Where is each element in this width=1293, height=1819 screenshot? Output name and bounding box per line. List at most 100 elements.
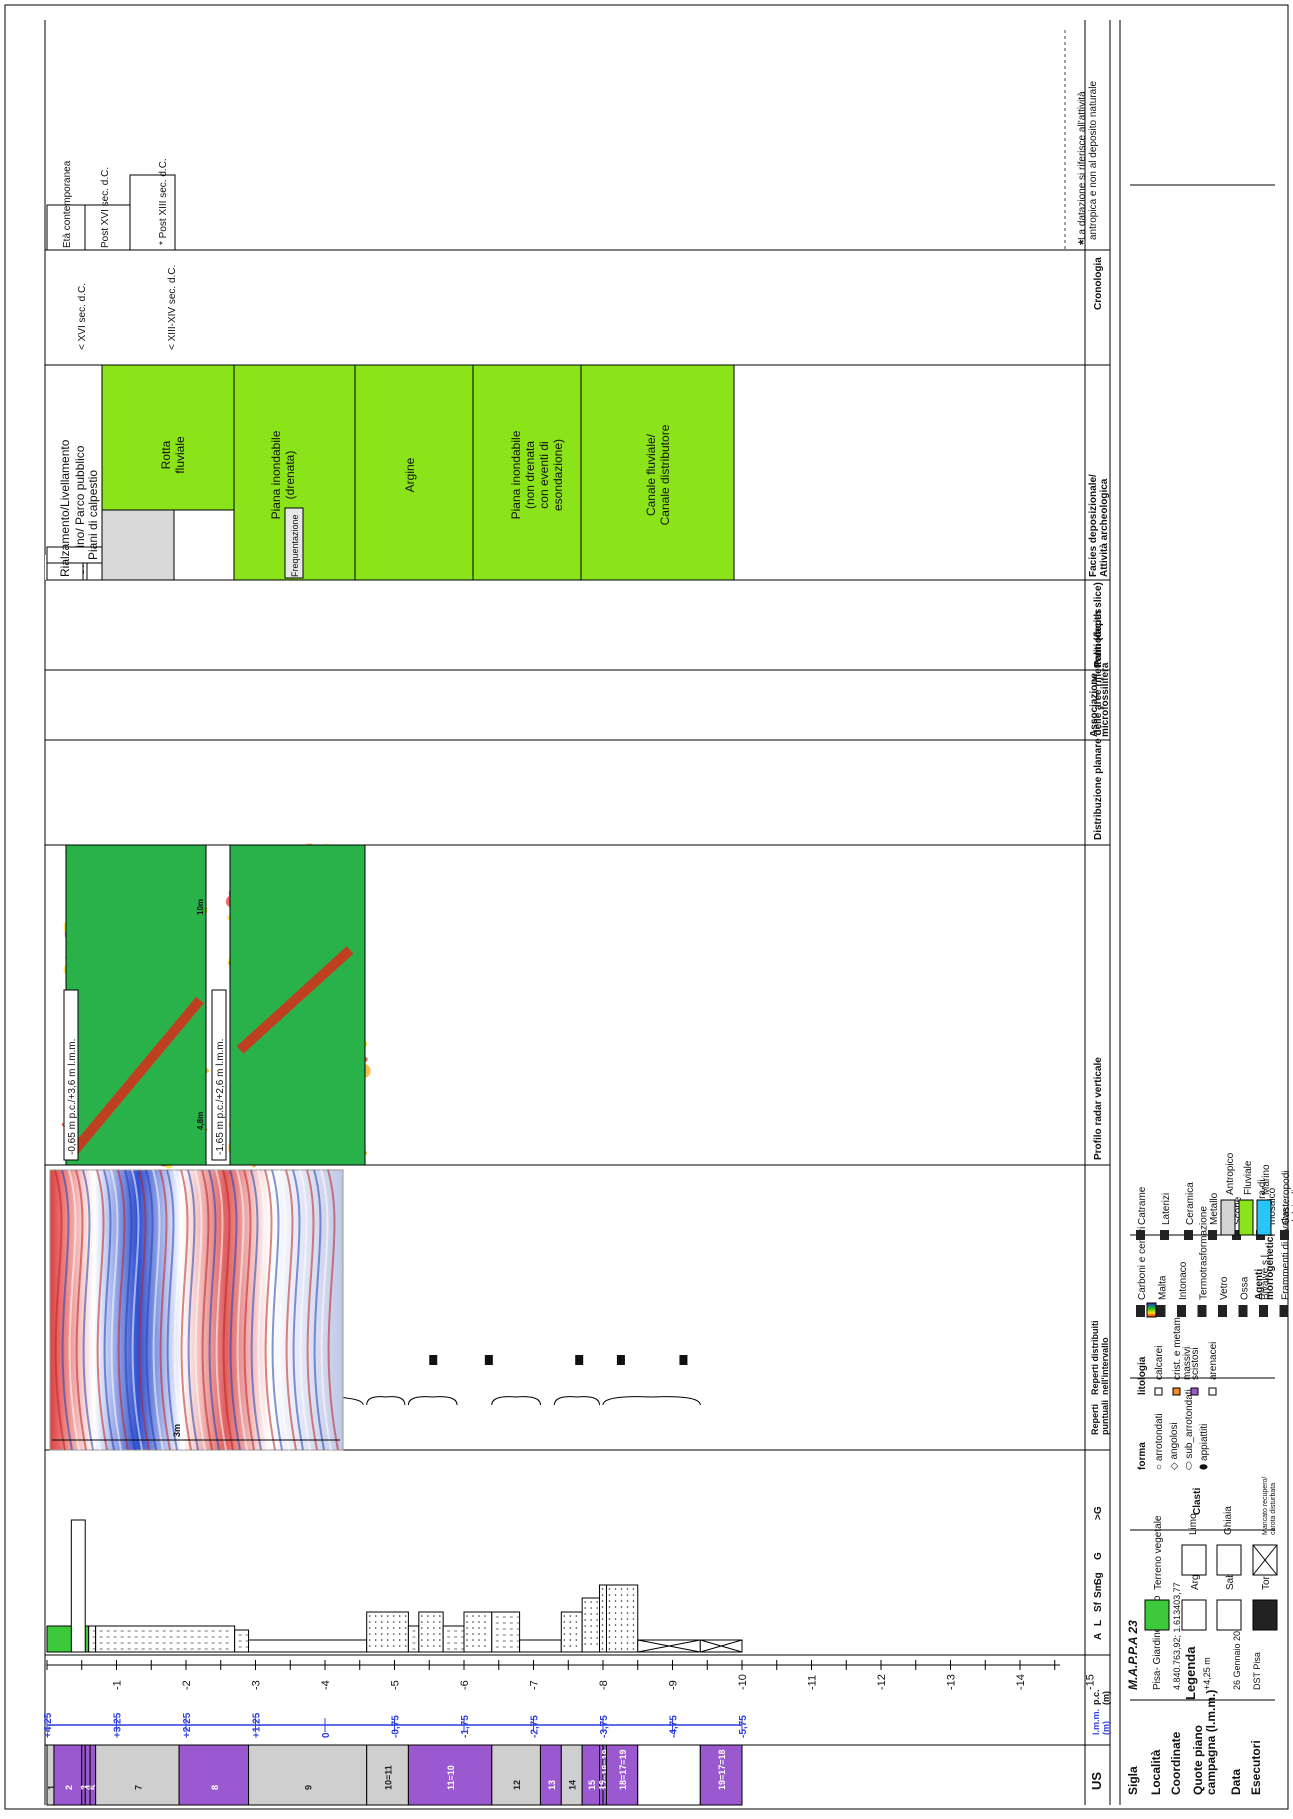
legend-symbol-icon — [1160, 1230, 1169, 1240]
pc-tick-label: -15 — [1085, 1674, 1097, 1690]
us-unit — [96, 1745, 179, 1805]
slice-scale: 4,8m — [196, 1112, 205, 1130]
us-label: 7 — [133, 1785, 143, 1790]
sabbia-dot — [596, 1607, 598, 1609]
cron-label: < XIII-XIV sec. d.C. — [167, 265, 178, 350]
interval-brace — [367, 1397, 405, 1405]
us-unit — [179, 1745, 249, 1805]
sabbia-dot — [393, 1645, 395, 1647]
sabbia-dot — [433, 1621, 435, 1623]
info-label: Esecutori — [1249, 1740, 1263, 1795]
info-label: Sigla — [1126, 1766, 1140, 1795]
sabbia-dot — [615, 1648, 617, 1650]
sabbia-dot — [596, 1643, 598, 1645]
gpr-colorbar — [1147, 1303, 1156, 1317]
sabbia-dot — [570, 1639, 572, 1641]
legend-litho-label: Ghiaia — [1223, 1506, 1234, 1535]
sabbia-dot — [393, 1615, 395, 1617]
sabbia-dot — [627, 1594, 629, 1596]
sabbia-dot — [615, 1600, 617, 1602]
sabbia-dot — [427, 1645, 429, 1647]
sabbia-dot — [615, 1642, 617, 1644]
info-value: 26 Gennaio 2012 — [1232, 1621, 1242, 1690]
sabbia-dot — [627, 1612, 629, 1614]
sabbia-dot — [596, 1625, 598, 1627]
us-unit — [47, 1745, 54, 1805]
sabbia-dot — [405, 1621, 407, 1623]
lithology-unit — [464, 1612, 492, 1652]
sabbia-dot — [602, 1594, 604, 1596]
sabbia-dot — [421, 1621, 423, 1623]
sabbia-dot — [602, 1642, 604, 1644]
slice-scale: 10m — [196, 899, 205, 915]
pc-tick-label: -12 — [876, 1674, 888, 1690]
sabbia-dot — [609, 1594, 611, 1596]
sabbia-dot — [615, 1594, 617, 1596]
sabbia-dot — [564, 1639, 566, 1641]
us-unit — [492, 1745, 541, 1805]
sabbia-dot — [621, 1648, 623, 1650]
sabbia-dot — [405, 1615, 407, 1617]
grain-header: Sf — [1093, 1601, 1104, 1612]
pc-tick-label: -13 — [946, 1674, 958, 1690]
sabbia-dot — [427, 1621, 429, 1623]
sabbia-dot — [609, 1606, 611, 1608]
sabbia-dot — [609, 1618, 611, 1620]
sabbia-dot — [584, 1601, 586, 1603]
lmm-tick-label: -5,75 — [738, 1715, 749, 1738]
sabbia-dot — [609, 1636, 611, 1638]
sabbia-dot — [439, 1633, 441, 1635]
sabbia-dot — [399, 1627, 401, 1629]
legend-litho-label: Mancato recupero/carota disturbata — [1262, 1477, 1277, 1535]
sabbia-dot — [369, 1615, 371, 1617]
lmm-tick-label: -3,75 — [599, 1715, 610, 1738]
legend-litho-label: Limo — [1188, 1513, 1199, 1535]
sabbia-dot — [405, 1639, 407, 1641]
legend-symbol-label: Intonaco — [1178, 1261, 1189, 1300]
us-label: 10=11 — [384, 1765, 394, 1790]
interval-brace — [554, 1397, 599, 1405]
sabbia-dot — [427, 1627, 429, 1629]
sabbia-dot — [421, 1615, 423, 1617]
ghiaia-icon — [1217, 1545, 1241, 1575]
sabbia-dot — [609, 1630, 611, 1632]
sabbia-dot — [427, 1639, 429, 1641]
argilla-icon — [1182, 1600, 1206, 1630]
sabbia-dot — [576, 1633, 578, 1635]
litologia-swatch — [1191, 1388, 1198, 1395]
pc-tick-label: -8 — [598, 1680, 610, 1690]
sabbia-dot — [399, 1639, 401, 1641]
agente-swatch — [1257, 1200, 1271, 1235]
sabbia-dot — [387, 1639, 389, 1641]
sabbia-dot — [621, 1618, 623, 1620]
us-header: US — [1089, 1772, 1104, 1790]
sabbia-dot — [633, 1606, 635, 1608]
sabbia-dot — [621, 1594, 623, 1596]
sabbia-dot — [609, 1624, 611, 1626]
legend-symbol-label: Ceramica — [1185, 1182, 1196, 1225]
sabbia-dot — [484, 1633, 486, 1635]
lithology-unit — [96, 1626, 235, 1652]
legend-symbol-icon — [1218, 1305, 1227, 1317]
info-value: M.A.P.P.A 23 — [1126, 1620, 1140, 1690]
agente-swatch — [1239, 1200, 1253, 1235]
sabbia-dot — [621, 1642, 623, 1644]
facies-label: Rialzamento/Livellamento — [58, 439, 72, 577]
legend-symbol-label: Termotrasformazione — [1199, 1206, 1210, 1300]
sabbia-dot — [433, 1639, 435, 1641]
us-label: 15 — [587, 1780, 597, 1790]
sabbia-dot — [387, 1633, 389, 1635]
sabbia-dot — [609, 1648, 611, 1650]
sabbia-dot — [393, 1633, 395, 1635]
associazione-header: Associazionemicrofossilifera — [1089, 662, 1111, 737]
sabbia-dot — [615, 1588, 617, 1590]
cron-note: La datazione si riferisce all'attivitàan… — [1077, 81, 1099, 240]
us-unit — [582, 1745, 599, 1805]
us-label: 2 — [64, 1785, 74, 1790]
sabbia-dot — [478, 1621, 480, 1623]
legend-agente-label: Marino — [1261, 1164, 1272, 1195]
sabbia-dot — [375, 1633, 377, 1635]
pc-header: p.c.(m) — [1091, 1689, 1111, 1705]
sabbia-dot — [369, 1639, 371, 1641]
